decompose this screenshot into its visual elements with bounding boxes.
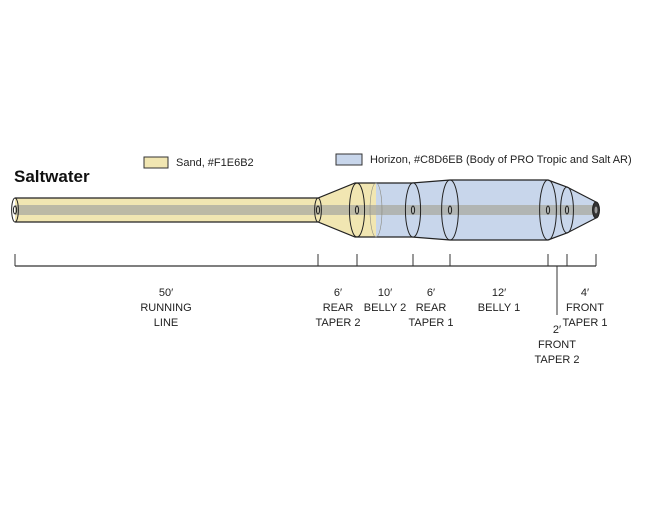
segment-name: TAPER 2 (534, 354, 579, 366)
segment-name: TAPER 1 (408, 317, 453, 329)
segment-length: 50′ (159, 287, 173, 299)
joint-ring (539, 179, 557, 241)
segment-label-front-taper-1: 4′ FRONT TAPER 1 (562, 287, 607, 329)
legend-label-sand: Sand, #F1E6B2 (176, 157, 254, 169)
joint-ring (314, 197, 322, 223)
legend: Sand, #F1E6B2 Horizon, #C8D6EB (Body of … (143, 153, 632, 169)
segment-name: RUNNING (140, 302, 191, 314)
length-scale (14, 254, 597, 315)
segment-name: BELLY 2 (364, 302, 406, 314)
core-ring (564, 205, 570, 215)
joint-ring (348, 182, 366, 238)
segment-name: TAPER 1 (562, 317, 607, 329)
joint-ring (11, 197, 19, 223)
joint-ring (404, 182, 422, 238)
legend-label-horizon: Horizon, #C8D6EB (Body of PRO Tropic and… (370, 154, 632, 166)
fly-line-body (11, 179, 600, 241)
tip-core (594, 206, 598, 214)
segment-label-running-line: 50′ RUNNING LINE (140, 287, 191, 329)
segment-length: 2′ (553, 324, 561, 336)
segment-length: 10′ (378, 287, 392, 299)
core-ring (447, 205, 453, 215)
segment-name: FRONT (566, 302, 604, 314)
segment-length: 6′ (334, 287, 342, 299)
outline-top (15, 179, 597, 203)
core-ring (354, 205, 360, 215)
segment-label-belly-1: 12′ BELLY 1 (478, 287, 520, 314)
diagram-title: Saltwater (14, 167, 90, 186)
segment-label-belly-2: 10′ BELLY 2 (364, 287, 406, 314)
joint-ring (560, 186, 574, 234)
segment-name: FRONT (538, 339, 576, 351)
segment-name: BELLY 1 (478, 302, 520, 314)
color-seam (369, 182, 383, 238)
segment-label-front-taper-2: 2′ FRONT TAPER 2 (534, 324, 579, 366)
segment-name: LINE (154, 317, 178, 329)
segment-length: 6′ (427, 287, 435, 299)
legend-swatch-horizon (335, 153, 363, 166)
core-ring (545, 205, 551, 215)
segment-label-rear-taper-2: 6′ REAR TAPER 2 (315, 287, 360, 329)
segment-labels: 50′ RUNNING LINE 6′ REAR TAPER 2 10′ BELLY 2 6′ R… (140, 287, 607, 366)
legend-swatch-sand (143, 156, 169, 169)
segment-name: TAPER 2 (315, 317, 360, 329)
segment-name: REAR (416, 302, 447, 314)
segment-length: 12′ (492, 287, 506, 299)
joint-ring (441, 179, 459, 241)
segment-length: 4′ (581, 287, 589, 299)
core-ring (315, 205, 321, 215)
segment-label-rear-taper-1: 6′ REAR TAPER 1 (408, 287, 453, 329)
core-ring (12, 205, 18, 215)
outline-bottom (15, 217, 597, 241)
core-ring (410, 205, 416, 215)
segment-name: REAR (323, 302, 354, 314)
core-band (15, 205, 596, 215)
